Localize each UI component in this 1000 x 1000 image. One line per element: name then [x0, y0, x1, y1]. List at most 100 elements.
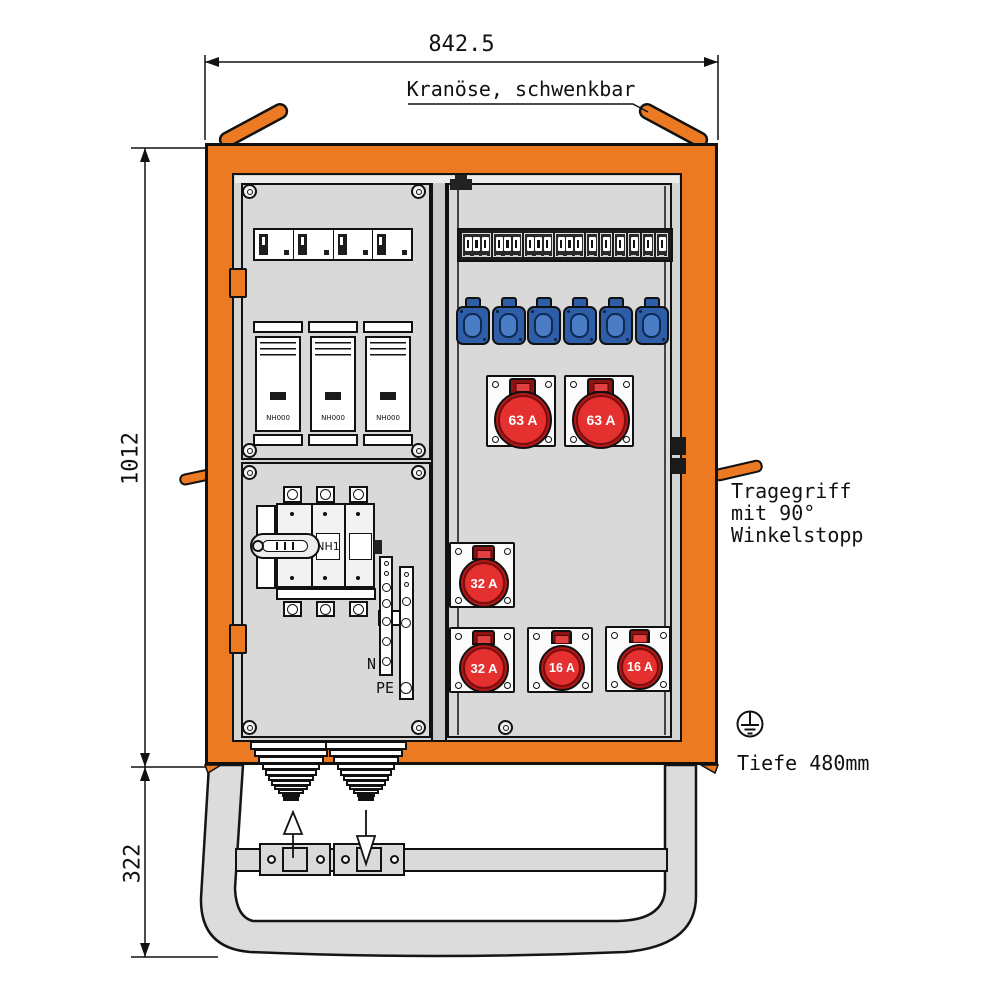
mcb-toggle[interactable] — [557, 237, 565, 257]
plate-screw-icon — [504, 548, 511, 555]
door-latch-lower[interactable] — [671, 458, 686, 474]
screw-icon — [241, 719, 257, 735]
plate-screw-icon — [611, 632, 618, 639]
schuko-body — [563, 306, 598, 345]
mcb-toggle[interactable] — [526, 237, 534, 257]
door-latch-upper[interactable] — [671, 437, 686, 455]
screw-icon — [241, 464, 257, 480]
plate-screw-icon — [455, 548, 462, 555]
schuko-body — [491, 306, 526, 345]
dim-base-label: 322 — [120, 843, 146, 884]
schuko-socket[interactable] — [563, 297, 598, 345]
schuko-body — [527, 306, 562, 345]
mcb-toggle[interactable] — [543, 237, 551, 257]
terminal-ring — [381, 616, 391, 626]
mcb-toggle[interactable] — [658, 237, 666, 257]
door-hinge-top — [450, 179, 472, 190]
aux-breaker[interactable] — [334, 230, 373, 259]
screw-icon — [410, 183, 426, 199]
n-terminal-label: N — [366, 655, 376, 673]
plate-screw-icon — [492, 381, 499, 388]
crane-label: Kranöse, schwenkbar — [406, 77, 636, 101]
mcb-toggle[interactable] — [616, 237, 624, 257]
mcb-toggle[interactable] — [504, 237, 511, 257]
mcb-group — [614, 233, 626, 257]
plate-screw-icon — [611, 681, 618, 688]
schuko-socket[interactable] — [634, 297, 669, 345]
plate-screw-icon — [660, 632, 667, 639]
aux-breaker[interactable] — [294, 230, 334, 259]
terminal-ring — [401, 618, 411, 628]
nh1-handle-pivot — [252, 540, 264, 552]
cee-socket-32a[interactable]: 32 A — [449, 627, 515, 693]
mcb-toggle[interactable] — [481, 237, 489, 257]
mcb-toggle[interactable] — [495, 237, 503, 257]
mcb-toggle[interactable] — [630, 237, 638, 257]
plate-screw-icon — [492, 436, 499, 443]
mcb-toggle[interactable] — [535, 237, 542, 257]
mcb-group — [462, 233, 491, 257]
mcb-toggle[interactable] — [473, 237, 480, 257]
mcb-toggle[interactable] — [602, 237, 610, 257]
mcb-toggle[interactable] — [574, 237, 582, 257]
aux-breaker[interactable] — [373, 230, 411, 259]
schuko-socket[interactable] — [527, 297, 562, 345]
depth-note: Tiefe 480mm — [737, 751, 870, 775]
plate-screw-icon — [570, 381, 577, 388]
cee-socket-63a[interactable]: 63 A — [564, 375, 634, 449]
schuko-socket[interactable] — [456, 297, 490, 345]
plate-screw-icon — [623, 436, 630, 443]
right-door-latch-edge — [664, 186, 666, 735]
screw-icon — [410, 464, 426, 480]
mcb-breaker-row — [457, 228, 673, 262]
nh1-switch-handle[interactable] — [250, 533, 320, 559]
cee-socket-16a[interactable]: 16 A — [527, 627, 593, 693]
schuko-recess — [534, 312, 554, 338]
mcb-toggle[interactable] — [464, 237, 472, 257]
left-door-hinge-lower — [229, 624, 247, 654]
plate-screw-icon — [455, 597, 462, 604]
mcb-group — [555, 233, 584, 257]
mcb-toggle[interactable] — [588, 237, 596, 257]
schuko-body — [634, 306, 669, 345]
nh000-fuse-holder[interactable]: NH000 — [308, 321, 358, 446]
dim-height-label: 1012 — [118, 432, 144, 485]
schuko-socket[interactable] — [491, 297, 526, 345]
cee-socket-63a[interactable]: 63 A — [486, 375, 556, 449]
terminal-ring — [400, 682, 412, 694]
cee-socket-16a[interactable]: 16 A — [605, 626, 671, 692]
nh000-fuse-holder[interactable]: NH000 — [253, 321, 303, 446]
terminal-ring — [383, 560, 389, 566]
mcb-group — [493, 233, 522, 257]
mcb-toggle[interactable] — [512, 237, 520, 257]
dim-width-label: 842.5 — [428, 32, 495, 57]
plate-screw-icon — [623, 381, 630, 388]
nh1-side-contact — [374, 540, 382, 554]
terminal-ring — [381, 636, 391, 646]
cee-socket-label: 16 A — [549, 661, 575, 675]
terminal-ring — [381, 582, 391, 592]
schuko-body — [598, 306, 633, 345]
aux-breaker[interactable] — [255, 230, 295, 259]
cee-socket-32a[interactable]: 32 A — [449, 542, 515, 608]
plate-screw-icon — [545, 436, 552, 443]
nh000-label: NH000 — [376, 414, 400, 422]
schuko-socket[interactable] — [598, 297, 633, 345]
mcb-group — [600, 233, 612, 257]
nh000-label: NH000 — [266, 414, 290, 422]
cable-clamp-plate — [333, 843, 405, 876]
mcb-toggle[interactable] — [644, 237, 652, 257]
pole-dot — [290, 512, 294, 516]
terminal-ring — [286, 488, 298, 500]
mcb-toggle[interactable] — [566, 237, 573, 257]
screw-icon — [497, 719, 513, 735]
nh000-fuse-holder[interactable]: NH000 — [363, 321, 413, 446]
terminal-ring — [319, 603, 331, 615]
center-mullion — [431, 183, 447, 740]
mcb-group — [628, 233, 640, 257]
dimension-base — [131, 767, 218, 958]
screw-icon — [410, 442, 426, 458]
schuko-body — [456, 306, 490, 345]
